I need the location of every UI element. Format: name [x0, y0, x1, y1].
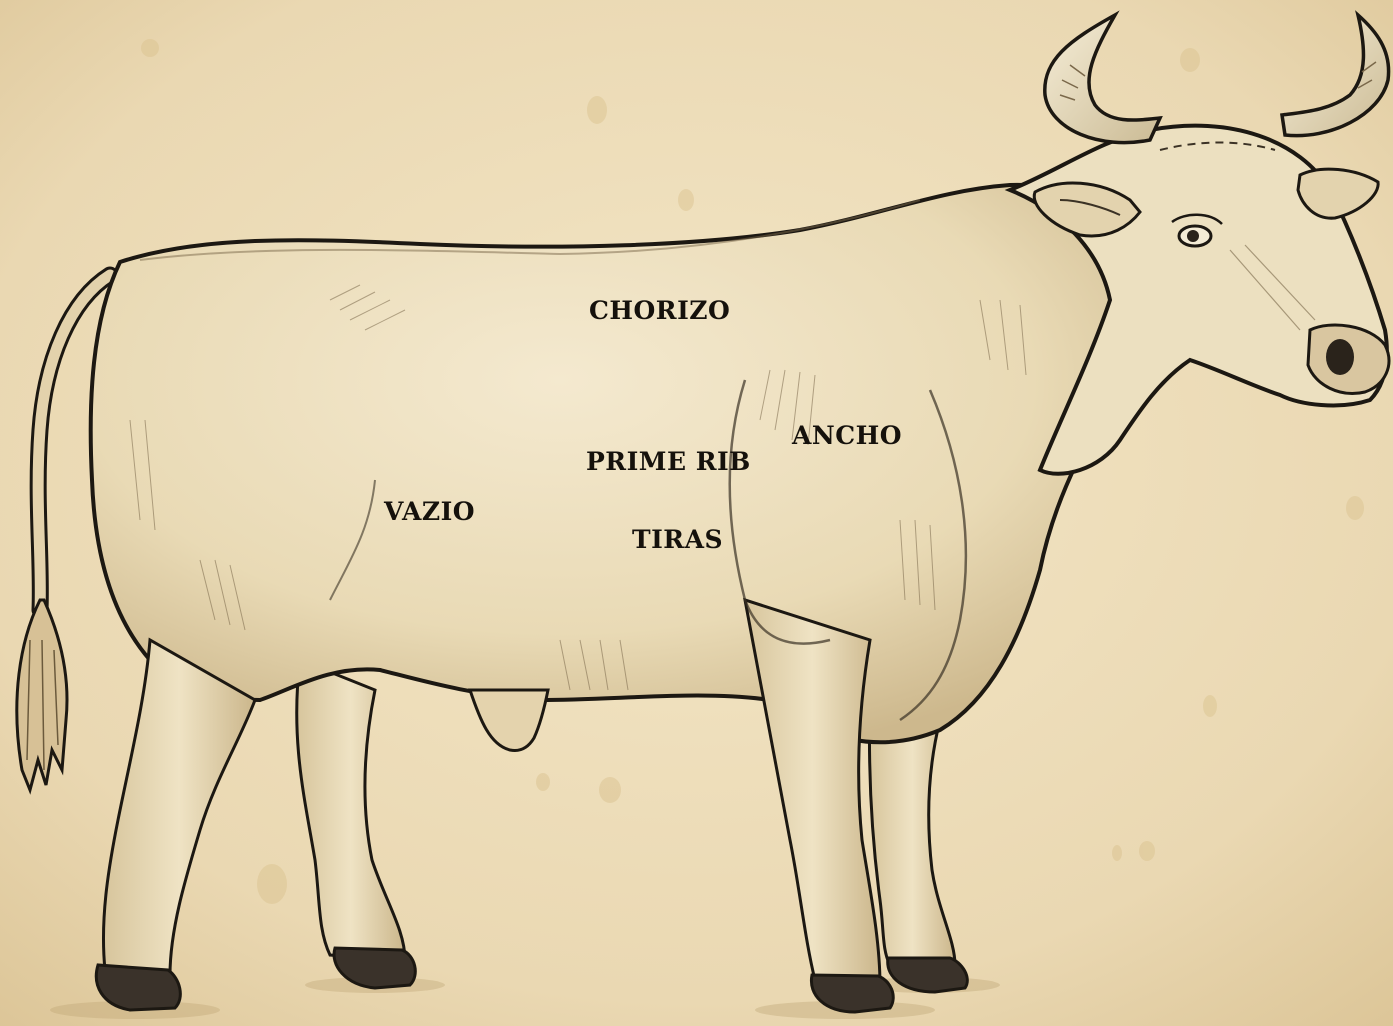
- near-hind-hoof: [96, 965, 180, 1010]
- label-prime-rib: PRIME RIB: [586, 449, 751, 474]
- label-chorizo: CHORIZO: [589, 298, 730, 323]
- label-vazio: VAZIO: [384, 499, 475, 524]
- label-tiras: TIRAS: [632, 527, 723, 552]
- nostril: [1326, 339, 1354, 375]
- label-ancho: ANCHO: [792, 423, 902, 448]
